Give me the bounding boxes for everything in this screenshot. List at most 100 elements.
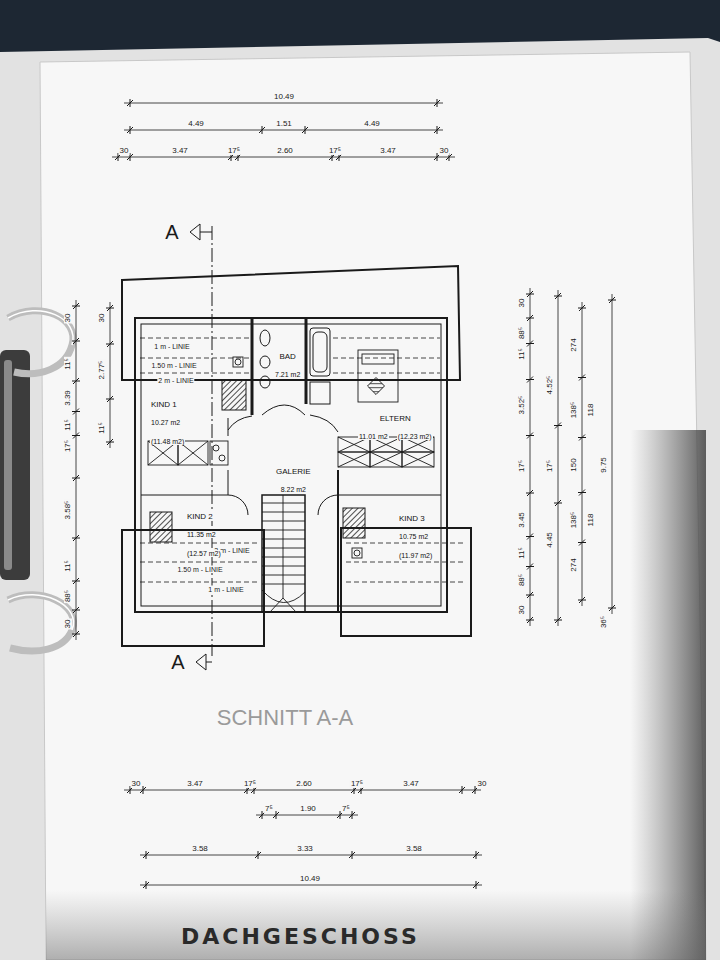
dimension-label: 4.49 xyxy=(363,120,381,128)
wardrobes xyxy=(370,452,402,467)
dimension-label: 4.49 xyxy=(187,120,205,128)
dimension-tick xyxy=(578,540,586,546)
dimension-label: 17⁵ xyxy=(546,459,554,473)
dimension-label: 3.52⁵ xyxy=(518,395,526,416)
dimension-label: 17⁵ xyxy=(518,459,526,473)
room-area: (11.97 m2) xyxy=(398,552,433,559)
wardrobes xyxy=(148,437,434,467)
staircase xyxy=(262,548,305,549)
plan-walls xyxy=(337,470,339,612)
binder-rings xyxy=(8,311,73,374)
chimney-hatch xyxy=(150,380,365,542)
room-text-row: KIND 1 xyxy=(150,393,185,411)
plan-walls xyxy=(141,495,228,496)
dimension-label: 10.49 xyxy=(299,875,321,883)
height-lines xyxy=(140,543,258,544)
plan-walls xyxy=(228,495,248,515)
dimension-label: 30 xyxy=(131,780,142,788)
staircase xyxy=(262,512,305,513)
dimension-label: 36⁵ xyxy=(600,615,608,629)
plan-walls xyxy=(122,266,471,646)
staircase xyxy=(262,575,305,576)
dimension-label: 17⁵ xyxy=(328,147,342,155)
dimension-label: 274 xyxy=(570,337,578,352)
copy-shade xyxy=(630,430,706,960)
height-lines xyxy=(140,582,258,583)
room-area: 10.27 m2 xyxy=(150,419,181,426)
room-label-box: ELTERN11.01 m2(12.23 m2) xyxy=(356,406,435,445)
dimension-label: 30 xyxy=(518,605,526,616)
dimension-label: 88⁵ xyxy=(64,589,72,603)
room-label-box: KIND 310.75 m2(11.97 m2) xyxy=(396,506,435,563)
dimension-tick xyxy=(72,631,80,637)
wardrobes xyxy=(210,441,228,465)
room-area: (12.23 m2) xyxy=(397,433,433,440)
staircase xyxy=(283,495,284,598)
dimension-line xyxy=(140,855,482,856)
dimension-tick xyxy=(554,500,562,506)
dimension-label: 7⁵ xyxy=(341,805,351,813)
dimension-label: 17⁵ xyxy=(64,439,72,453)
room-name: GALERIE xyxy=(275,467,312,476)
dimension-label: 30 xyxy=(477,780,488,788)
section-marker: A xyxy=(164,222,179,242)
room-area: (12.57 m2) xyxy=(186,550,222,557)
dimension-tick xyxy=(608,297,616,303)
dimension-label: 3.58 xyxy=(405,845,423,853)
room-name: KIND 2 xyxy=(186,512,214,521)
dimension-tick xyxy=(526,291,534,297)
wardrobes xyxy=(219,455,225,461)
dimension-label: 11⁵ xyxy=(518,347,526,361)
dimension-tick xyxy=(72,475,80,481)
dimension-tick xyxy=(72,409,80,415)
height-lines xyxy=(140,358,250,359)
height-lines xyxy=(140,338,465,582)
room-name: ELTERN xyxy=(379,414,412,423)
dimension-label: 11⁵ xyxy=(64,418,72,432)
wardrobes xyxy=(213,445,219,451)
dimension-tick xyxy=(434,99,440,107)
room-area: 11.35 m2 xyxy=(186,531,217,538)
section-line xyxy=(196,654,206,670)
staircase xyxy=(262,557,305,558)
dimension-tick xyxy=(526,564,534,570)
plan-walls xyxy=(341,528,471,636)
room-area: 8.22 m2 xyxy=(280,486,307,493)
plan-walls xyxy=(318,495,338,515)
dimension-tick xyxy=(72,535,80,541)
dimension-label: 9.75 xyxy=(600,456,608,474)
paper-sheet xyxy=(40,52,706,960)
dimension-line xyxy=(112,157,455,158)
section-marker: A xyxy=(170,652,185,672)
bed-symbol xyxy=(358,350,398,402)
room-text-row: (11.48 m2) xyxy=(150,430,185,448)
dimension-tick xyxy=(608,605,616,611)
bathroom-fixtures xyxy=(310,382,330,404)
bed-symbol xyxy=(368,378,385,395)
room-text-row: (12.57 m2) xyxy=(186,542,222,560)
staircase xyxy=(262,503,305,504)
chimney-hatch xyxy=(150,512,172,542)
dimension-label: 138⁵ xyxy=(570,511,578,530)
plan-walls xyxy=(338,495,441,496)
room-area: 10.75 m2 xyxy=(398,533,429,540)
room-label-box: KIND 1 10.27 m2 (11.48 m2) xyxy=(148,392,187,449)
dimension-tick xyxy=(72,578,80,584)
dimension-label: 11⁵ xyxy=(64,357,72,371)
bathroom-fixtures xyxy=(260,376,270,388)
dimension-line xyxy=(106,302,114,448)
room-text-row: ELTERN xyxy=(358,407,433,425)
plan-walls xyxy=(262,405,305,415)
room-text-row: 10.75 m2 xyxy=(398,525,433,543)
dimension-tick xyxy=(578,597,586,603)
copy-shade xyxy=(46,890,706,960)
section-line xyxy=(190,224,200,240)
room-name: BAD xyxy=(278,352,296,361)
dimension-label: 3.47 xyxy=(171,147,189,155)
dimension-line xyxy=(124,103,443,104)
dimension-tick xyxy=(526,617,534,623)
height-lines xyxy=(333,373,440,374)
